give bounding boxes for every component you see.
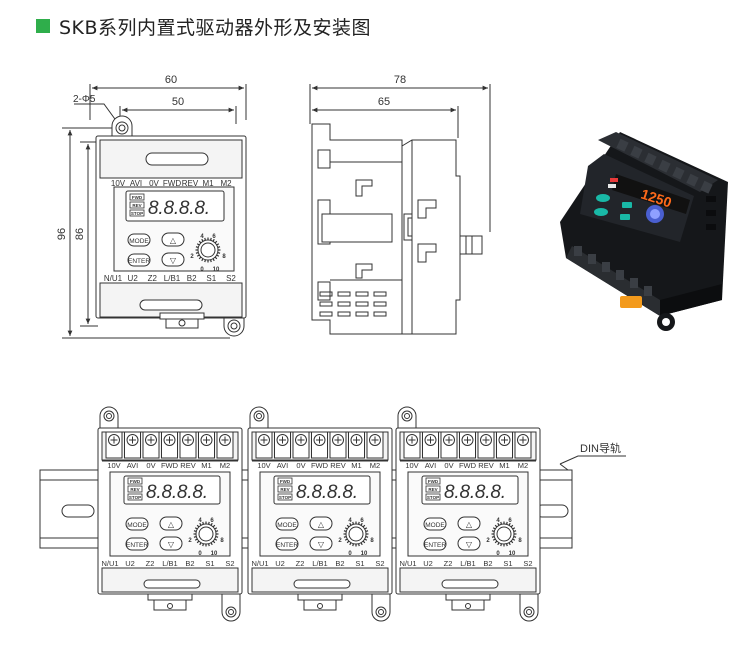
svg-text:▽: ▽ (170, 256, 177, 265)
dim-label-78: 78 (394, 74, 406, 86)
svg-text:4: 4 (496, 518, 500, 524)
svg-text:MODE: MODE (277, 522, 297, 529)
photo-button-mode (596, 194, 610, 202)
dim-label-50: 50 (172, 96, 184, 108)
photo-button-enter (594, 208, 608, 216)
svg-text:STOP: STOP (279, 495, 291, 500)
front-view (62, 84, 247, 339)
svg-text:0: 0 (200, 267, 204, 273)
svg-text:8: 8 (220, 538, 224, 544)
svg-text:6: 6 (508, 518, 512, 524)
display-digits: 8.8.8.8. (148, 198, 210, 219)
svg-text:4: 4 (348, 518, 352, 524)
svg-text:10: 10 (211, 551, 218, 557)
svg-text:△: △ (168, 520, 175, 529)
photo-display (612, 174, 690, 214)
svg-text:MODE: MODE (129, 238, 149, 245)
svg-text:10: 10 (509, 551, 516, 557)
svg-text:0: 0 (496, 551, 500, 557)
svg-text:REV: REV (428, 487, 437, 492)
dim-label-86: 86 (74, 228, 86, 240)
svg-text:2: 2 (190, 254, 194, 260)
svg-text:8: 8 (370, 538, 374, 544)
svg-text:2: 2 (188, 538, 192, 544)
svg-text:FWD: FWD (132, 195, 143, 200)
side-view-labels: 78 65 (378, 74, 406, 108)
svg-text:10: 10 (361, 551, 368, 557)
svg-text:▽: ▽ (466, 540, 473, 549)
svg-text:6: 6 (210, 518, 214, 524)
svg-text:8: 8 (222, 254, 226, 260)
side-vent-ribs (319, 291, 387, 317)
svg-text:STOP: STOP (427, 495, 439, 500)
svg-text:MODE: MODE (425, 522, 445, 529)
page-title: SKB系列内置式驱动器外形及安装图 (59, 16, 372, 39)
svg-text:△: △ (466, 520, 473, 529)
front-control-panel: FWD REV STOP 8.8.8.8. MODE ENTER △ ▽ 0 2 4 6 8 10 (127, 193, 226, 273)
hole-label: 2-Φ5 (73, 94, 96, 105)
dim-label-96: 96 (56, 228, 68, 240)
svg-text:ENTER: ENTER (276, 542, 298, 549)
photo-button-up (622, 202, 632, 208)
svg-text:▽: ▽ (318, 540, 325, 549)
svg-text:4: 4 (200, 234, 204, 240)
din-rail-label: DIN导轨 (580, 441, 621, 455)
svg-text:△: △ (170, 236, 177, 245)
svg-text:2: 2 (486, 538, 490, 544)
svg-text:△: △ (318, 520, 325, 529)
svg-text:0: 0 (198, 551, 202, 557)
photo-button-down (620, 214, 630, 220)
svg-text:ENTER: ENTER (126, 542, 148, 549)
svg-text:▽: ▽ (168, 540, 175, 549)
product-photo: 1250 (560, 132, 728, 331)
svg-text:4: 4 (198, 518, 202, 524)
side-view (309, 84, 491, 335)
title-bullet-square (36, 19, 50, 33)
svg-text:0: 0 (348, 551, 352, 557)
svg-text:MODE: MODE (127, 522, 147, 529)
svg-text:REV: REV (130, 487, 139, 492)
din-rail-slot-right (535, 504, 569, 518)
dim-label-60: 60 (165, 74, 177, 86)
header: SKB系列内置式驱动器外形及安装图 (36, 12, 371, 40)
svg-text:ENTER: ENTER (128, 258, 150, 265)
photo-din-clip (620, 296, 642, 308)
svg-text:REV: REV (280, 487, 289, 492)
svg-text:FWD: FWD (428, 479, 439, 484)
svg-text:10: 10 (213, 267, 220, 273)
svg-text:REV: REV (132, 203, 141, 208)
svg-text:STOP: STOP (129, 495, 141, 500)
svg-text:ENTER: ENTER (424, 542, 446, 549)
svg-text:6: 6 (212, 234, 216, 240)
svg-text:2: 2 (338, 538, 342, 544)
svg-text:8: 8 (518, 538, 522, 544)
dim-label-65: 65 (378, 96, 390, 108)
display-digits: 8.8.8.8. (296, 482, 358, 503)
svg-text:FWD: FWD (130, 479, 141, 484)
svg-text:STOP: STOP (131, 211, 143, 216)
svg-text:6: 6 (360, 518, 364, 524)
display-digits: 8.8.8.8. (444, 482, 506, 503)
display-digits: 8.8.8.8. (146, 482, 208, 503)
svg-text:FWD: FWD (280, 479, 291, 484)
din-rail-slot-left (61, 504, 95, 518)
